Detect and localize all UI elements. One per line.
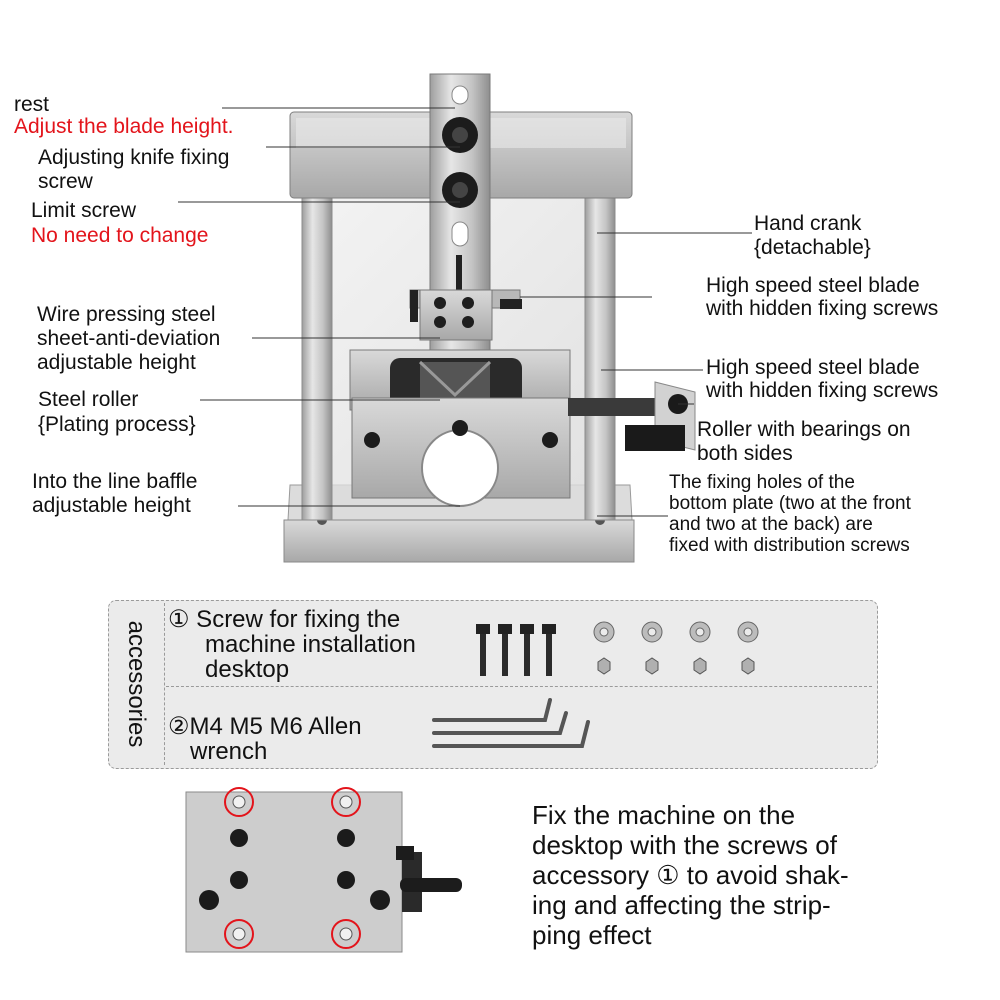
accessory-item-1-line1: ① Screw for fixing the: [168, 606, 401, 633]
label-roller-bearings-2: both sides: [697, 442, 793, 465]
instruction-line-4: ing and affecting the strip-: [532, 890, 831, 920]
label-steel-roller-2: {Plating process}: [38, 413, 196, 436]
label-blade-a-2: with hidden fixing screws: [706, 297, 939, 320]
highlight-circles: [224, 787, 361, 949]
label-steel-roller-1: Steel roller: [38, 388, 139, 411]
instruction-line-2: desktop with the screws of: [532, 830, 837, 860]
label-baffle-1: Into the line baffle: [32, 470, 198, 493]
label-hand-crank-1: Hand crank: [754, 212, 862, 235]
label-no-need-to-change: No need to change: [31, 224, 209, 247]
label-fixing-holes-3: and two at the back) are: [669, 514, 873, 535]
installation-instructions: Fix the machine on the desktop with the …: [532, 800, 849, 950]
label-wire-press-1: Wire pressing steel: [37, 303, 216, 326]
column-left: [301, 194, 333, 521]
label-roller-bearings-1: Roller with bearings on: [697, 418, 911, 441]
bottom-plate-photo: [185, 787, 462, 953]
label-baffle-2: adjustable height: [32, 494, 191, 517]
accessories-divider-vertical: [164, 603, 165, 765]
accessories-title: accessories: [108, 600, 164, 767]
label-wire-press-3: adjustable height: [37, 351, 196, 374]
accessory-item-1-line3: desktop: [205, 656, 290, 683]
hand-crank: [568, 381, 696, 451]
accessories-divider-horizontal: [166, 686, 872, 687]
label-fixing-holes-4: fixed with distribution screws: [669, 535, 910, 556]
instruction-line-3: accessory ① to avoid shak-: [532, 860, 849, 890]
leader-lines: [178, 107, 752, 517]
column-right: [584, 194, 616, 521]
accessory-item-2-line2: wrench: [190, 738, 268, 765]
accessory-item-2-line1: ②M4 M5 M6 Allen: [168, 713, 362, 740]
accessories-title-text: accessories: [123, 620, 150, 747]
label-rest: rest: [14, 93, 50, 116]
label-adjust-blade-height: Adjust the blade height.: [14, 115, 234, 138]
wire-press-block: [409, 289, 522, 341]
label-wire-press-2: sheet-anti-deviation: [37, 327, 221, 350]
label-hand-crank-2: {detachable}: [754, 236, 871, 259]
roller-housing: [349, 349, 571, 507]
label-adjusting-knife-2: screw: [38, 170, 93, 193]
label-fixing-holes-1: The fixing holes of the: [669, 472, 855, 493]
label-blade-b-1: High speed steel blade: [706, 356, 920, 379]
instruction-line-1: Fix the machine on the: [532, 800, 796, 830]
label-fixing-holes-2: bottom plate (two at the front: [669, 493, 911, 514]
label-limit-screw: Limit screw: [31, 199, 137, 222]
instruction-line-5: ping effect: [532, 920, 652, 950]
accessory-item-1-line2: machine installation: [205, 631, 416, 658]
label-adjusting-knife-1: Adjusting knife fixing: [38, 146, 230, 169]
label-blade-a-1: High speed steel blade: [706, 274, 920, 297]
label-blade-b-2: with hidden fixing screws: [706, 379, 939, 402]
